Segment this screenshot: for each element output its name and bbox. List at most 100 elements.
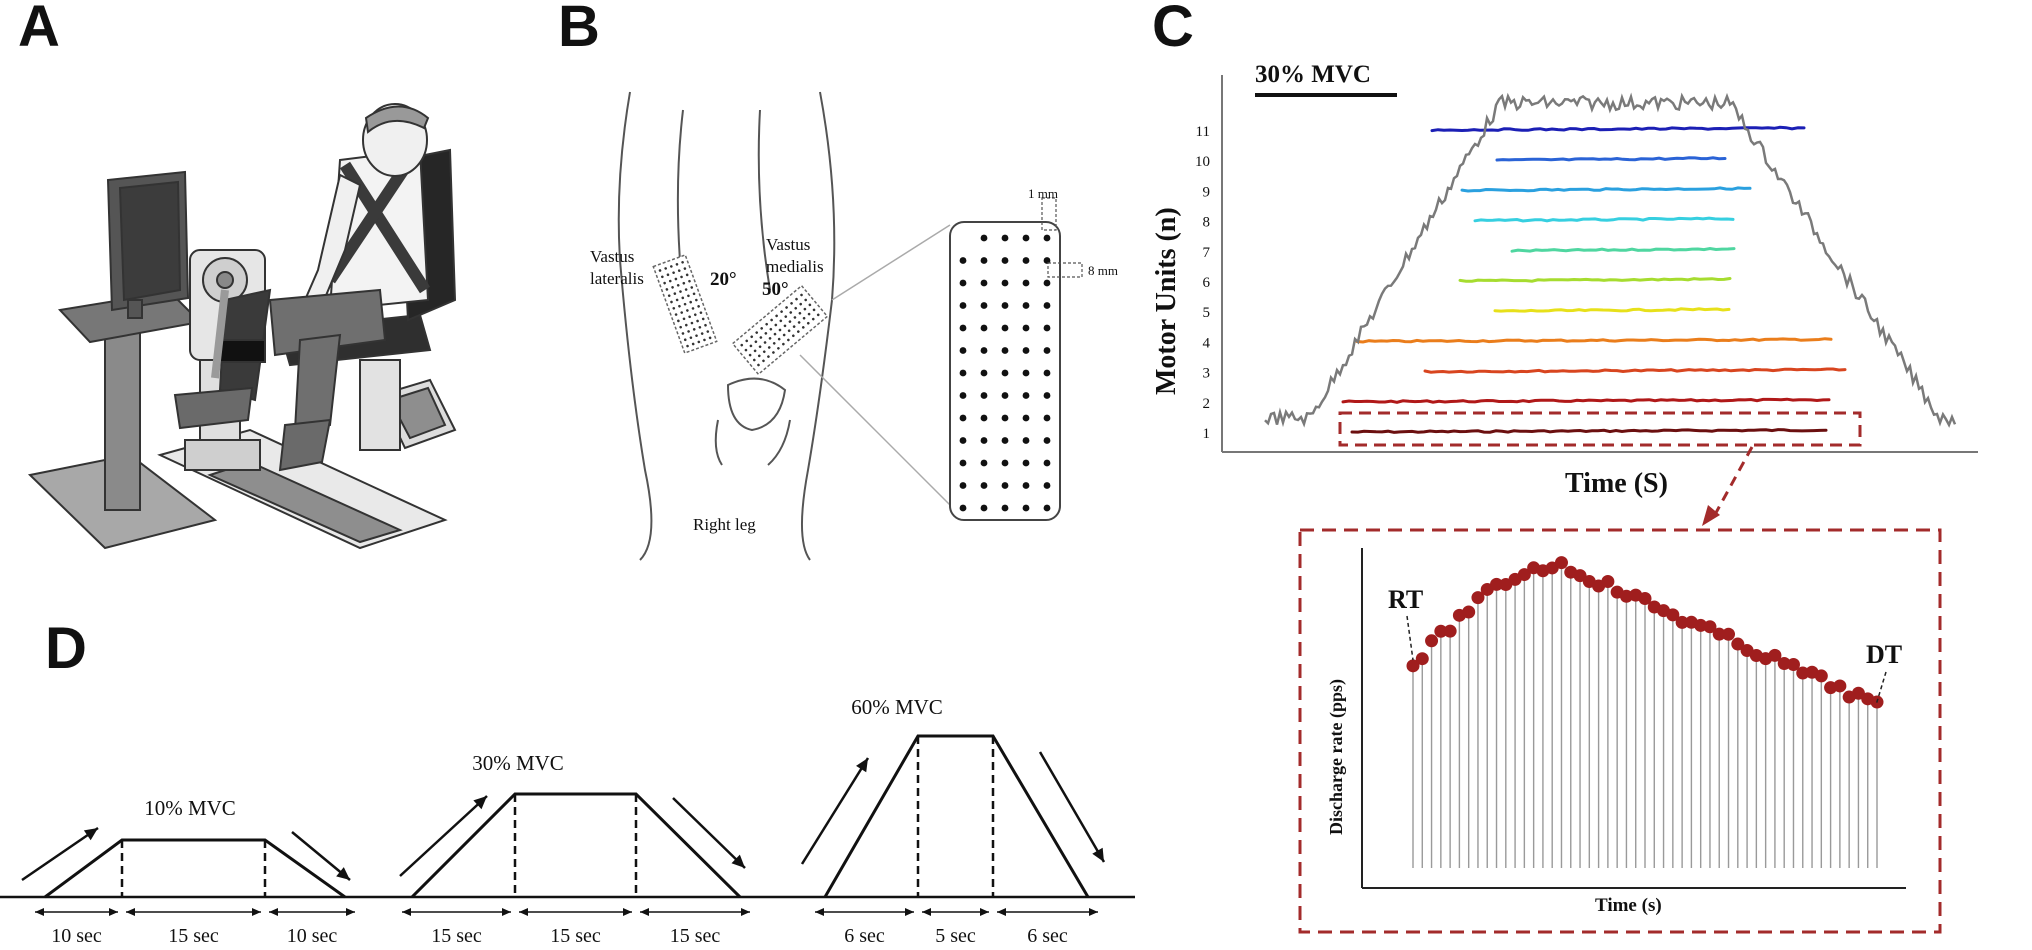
inset-x-label: Time (s) [1595, 895, 1662, 916]
electrode-dot [787, 329, 791, 333]
electrode-dot [682, 317, 686, 321]
hold-duration-head-left [519, 908, 528, 916]
ramp-down-duration-head-left [640, 908, 649, 916]
ramp-down-arrow [672, 797, 746, 869]
electrode-dot [672, 306, 676, 310]
panel-b-letter: B [558, 0, 600, 59]
electrode-dot [764, 332, 768, 335]
ramp-down-arrow [1038, 751, 1106, 863]
panel-a-letter: A [18, 0, 60, 59]
electrode-dot [750, 335, 754, 339]
discharge-dot [1443, 624, 1457, 638]
electrode-dot [959, 414, 967, 422]
electrode-dot [777, 347, 780, 350]
electrode-dot [959, 392, 967, 399]
electrode-dot [695, 334, 698, 337]
ramp-up-arrow-head [83, 828, 98, 841]
electrode-dot [680, 275, 683, 279]
electrode-dot [749, 344, 753, 348]
electrode-dot [1001, 437, 1009, 444]
electrode-dot [782, 333, 786, 337]
electrode-dot [688, 315, 691, 319]
ramp-up-arrow [21, 826, 99, 882]
electrode-dot [706, 330, 710, 333]
electrode-dot [789, 311, 793, 314]
rt-pointer [1406, 615, 1414, 661]
electrode-dot [980, 504, 988, 512]
ramp-up-duration-head-left [35, 908, 44, 916]
electrode-dot [697, 305, 700, 308]
electrode-dot [767, 346, 771, 349]
electrode-dot [1043, 234, 1051, 242]
electrode-dot [783, 324, 787, 328]
electrode-dot [959, 437, 967, 444]
electrode-dot [980, 302, 988, 309]
electrode-dot [774, 323, 778, 327]
electrode-dot [1022, 369, 1030, 377]
electrode-dot [681, 261, 684, 264]
electrode-dot [758, 345, 762, 349]
electrode-dot [759, 336, 763, 339]
electrode-dot [691, 307, 695, 310]
electrode-dot [779, 319, 783, 323]
electrode-dot [675, 263, 679, 266]
discharge-dot [1731, 637, 1745, 651]
electrode-dot [762, 350, 766, 353]
electrode-dot [683, 338, 687, 342]
electrode-dot [1022, 482, 1030, 489]
electrode-dot [772, 351, 775, 354]
motor-unit-tick-label: 11 [1196, 124, 1210, 140]
electrode-dot [679, 325, 682, 329]
ramp-up-arrow [800, 757, 870, 865]
discharge-dot [1554, 556, 1568, 570]
ramp-down-arrow-head [1092, 847, 1104, 862]
electrode-dot [811, 317, 815, 321]
electrode-dot [670, 265, 673, 268]
electrode-dot [661, 275, 664, 279]
electrode-dot [778, 328, 782, 332]
motor-unit-train-1 [1350, 428, 1828, 434]
electrode-dot [775, 314, 778, 318]
panel-a: A [18, 0, 457, 550]
electrode-dot [708, 336, 712, 340]
electrode-dot [797, 321, 801, 324]
electrode-grid-dots [959, 234, 1051, 512]
motor-unit-tick-label: 2 [1203, 396, 1211, 412]
electrode-dot [684, 288, 688, 291]
motor-unit-tick-label: 8 [1203, 215, 1211, 231]
electrode-dot [1043, 482, 1051, 489]
electrode-dot [1001, 302, 1009, 309]
motor-unit-train-6 [1458, 277, 1732, 283]
condition-label: 30% MVC [1255, 61, 1371, 88]
projection-line-bottom [799, 354, 951, 506]
motor-unit-tick-label: 6 [1203, 275, 1211, 291]
force-trace [1264, 92, 1957, 428]
ramp-up-duration-label: 15 sec [431, 925, 482, 947]
electrode-dot [696, 319, 699, 323]
electrode-dot [1022, 392, 1030, 399]
electrode-dot [784, 315, 788, 318]
electrode-dot [1043, 324, 1051, 332]
electrode-dot [677, 319, 680, 323]
electrode-dot [1001, 324, 1009, 332]
discharge-dot [1471, 591, 1485, 605]
dt-label: DT [1866, 640, 1902, 669]
vastus-lateralis-label-line1: Vastus [590, 247, 634, 266]
ramp-down-duration-label: 15 sec [670, 925, 721, 947]
electrode-dot [795, 297, 798, 301]
vastus-medialis-label-line1: Vastus [766, 235, 810, 254]
electrode-dot [1043, 437, 1051, 444]
hold-duration-label: 15 sec [168, 925, 219, 947]
hold-duration-head-left [922, 908, 931, 916]
electrode-dot [807, 312, 811, 316]
electrode-dot [666, 273, 670, 277]
motor-unit-trains [1341, 125, 1847, 434]
ramp-down-duration-head-right [346, 908, 355, 916]
electrode-dot [692, 292, 696, 296]
electrode-dot [686, 344, 689, 348]
electrode-dot [1043, 504, 1051, 512]
electrode-dot [681, 332, 685, 335]
electrode-dot [744, 348, 748, 352]
electrode-dot [687, 330, 690, 333]
